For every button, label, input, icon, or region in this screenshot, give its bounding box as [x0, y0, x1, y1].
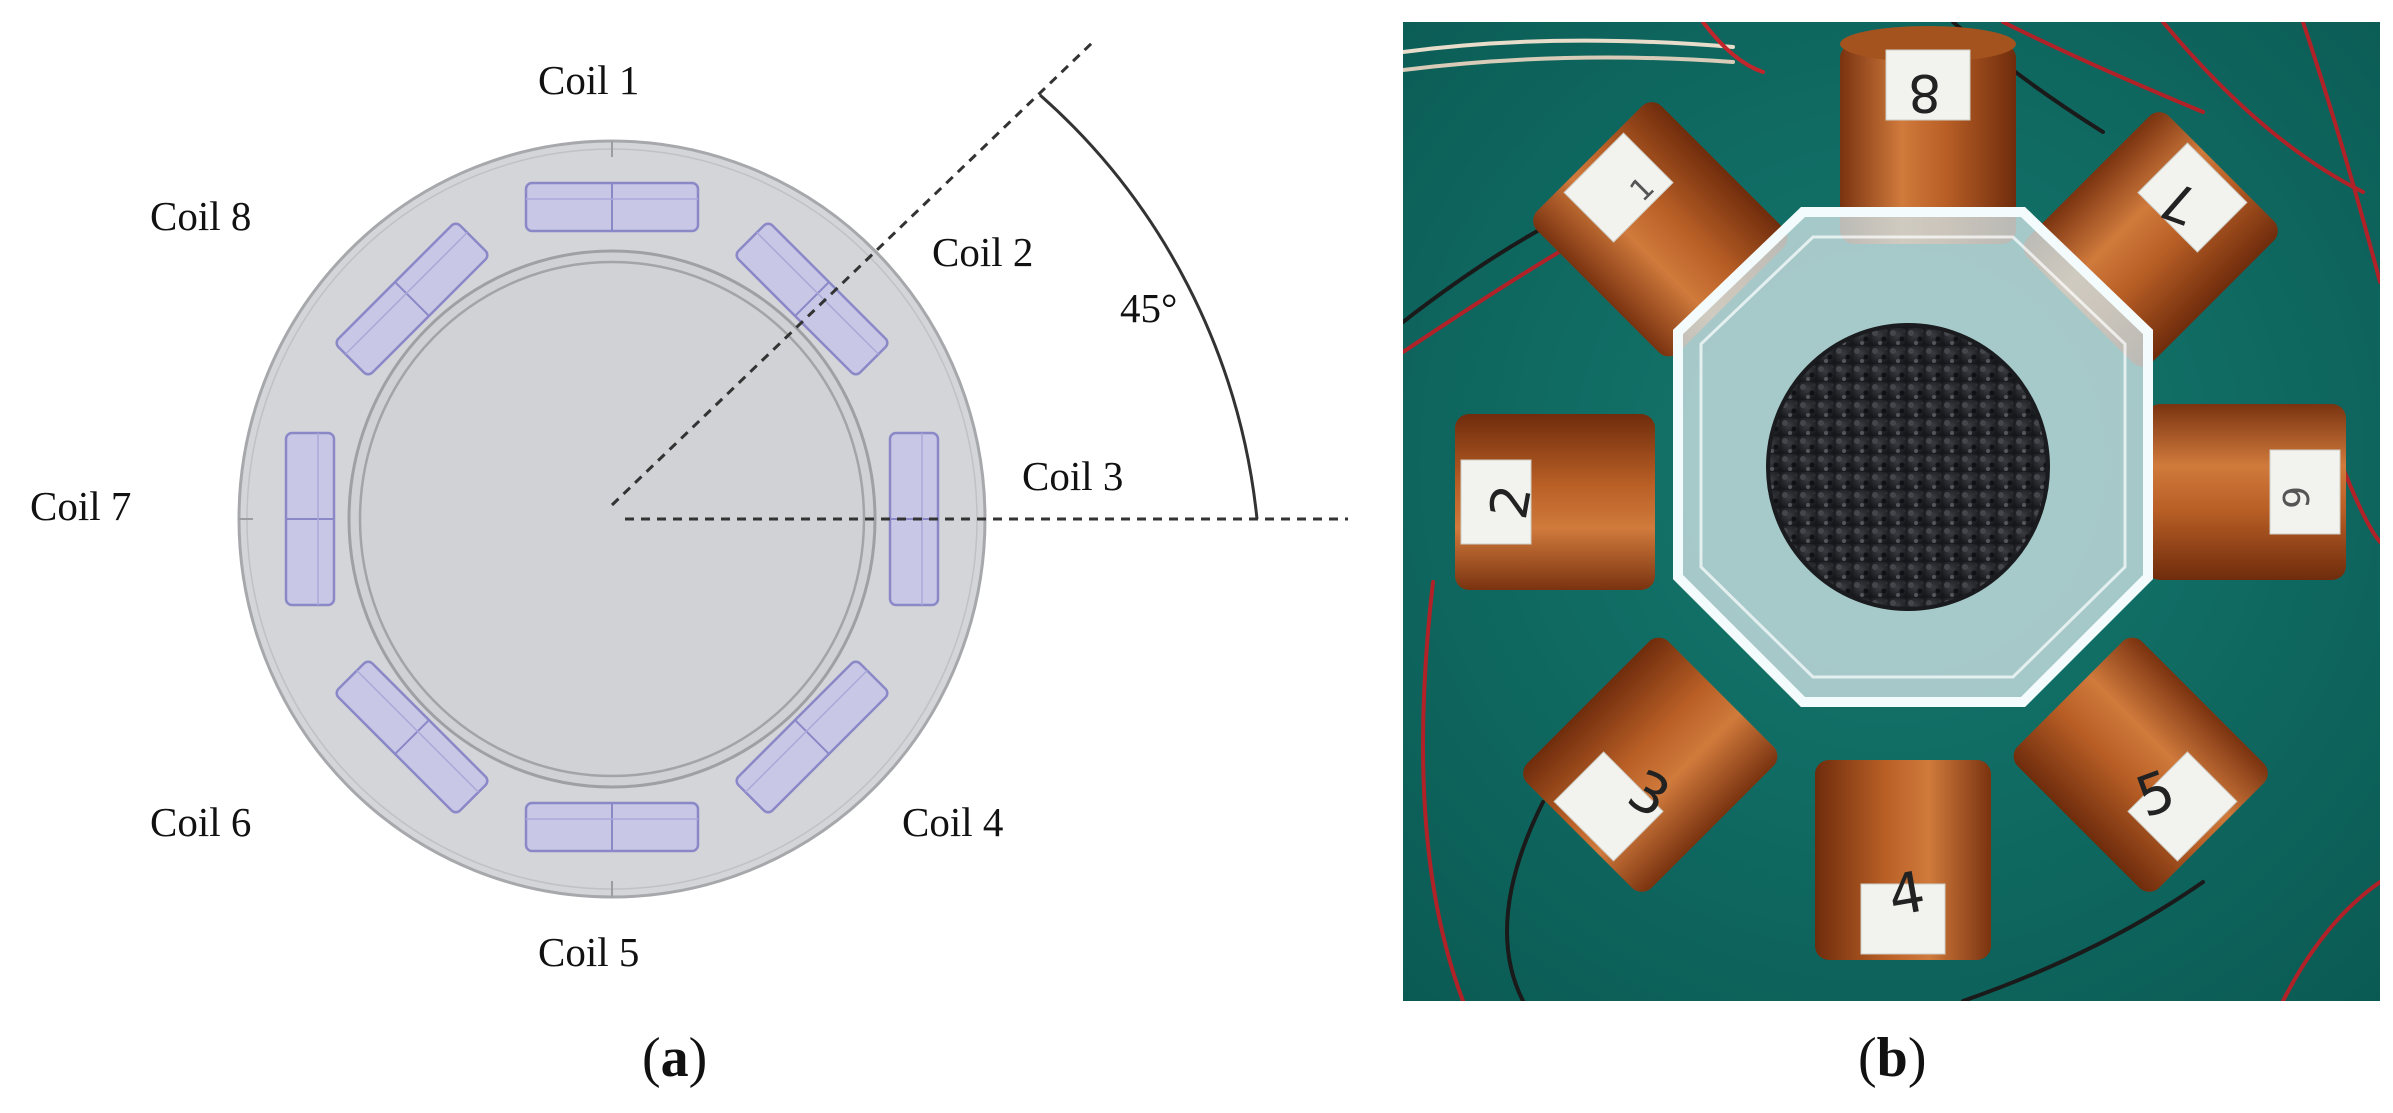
photo-coil-top [1840, 26, 2016, 244]
coil-8-shape [335, 222, 489, 376]
angle-arc [1039, 93, 1259, 520]
photo-coil-right [2146, 404, 2346, 580]
caption-b: (b) [1858, 1027, 1927, 1089]
coil-device-photo [1403, 22, 2380, 1001]
coil-4-label: Coil 4 [902, 799, 1004, 845]
coil-2-shape [735, 222, 889, 376]
coil-5-shape [524, 801, 700, 853]
coil-1-shape [524, 181, 700, 233]
inner-ring-inner [358, 260, 866, 778]
coil-6-label: Coil 6 [150, 799, 252, 845]
coil-2-label: Coil 2 [932, 229, 1034, 275]
photo-coil-number-right: 6 [2273, 486, 2315, 509]
caption-b-letter: b [1876, 1027, 1908, 1089]
coil-4-shape [735, 660, 889, 814]
photo-coil-bottom-left [1523, 637, 1778, 892]
photo-panel-b: 8 7 6 5 4 3 2 1 [1403, 22, 2380, 1001]
caption-a: (a) [642, 1027, 708, 1089]
coil-5-label: Coil 5 [538, 929, 640, 975]
asphalt-specimen [1766, 323, 2050, 611]
coil-8-label: Coil 8 [150, 193, 252, 239]
coil-layout-diagram [237, 38, 1348, 899]
acrylic-octagon-inner [1699, 235, 2127, 679]
schematic-panel-a: Coil 1 Coil 2 Coil 3 Coil 4 Coil 5 Coil … [30, 38, 1348, 1089]
photo-coil-number-top: 8 [1908, 62, 1942, 122]
photo-coil-bottom [1815, 760, 1991, 960]
caption-a-letter: a [660, 1027, 689, 1089]
coil-7-label: Coil 7 [30, 483, 132, 529]
photo-coil-bottom-right [2013, 637, 2268, 892]
coil-6-shape [335, 660, 489, 814]
coil-7-shape [284, 431, 336, 607]
coil-1-label: Coil 1 [538, 57, 640, 103]
angle-label: 45° [1120, 285, 1178, 331]
photo-coil-left [1455, 414, 1655, 590]
coil-3-label: Coil 3 [1022, 453, 1124, 499]
